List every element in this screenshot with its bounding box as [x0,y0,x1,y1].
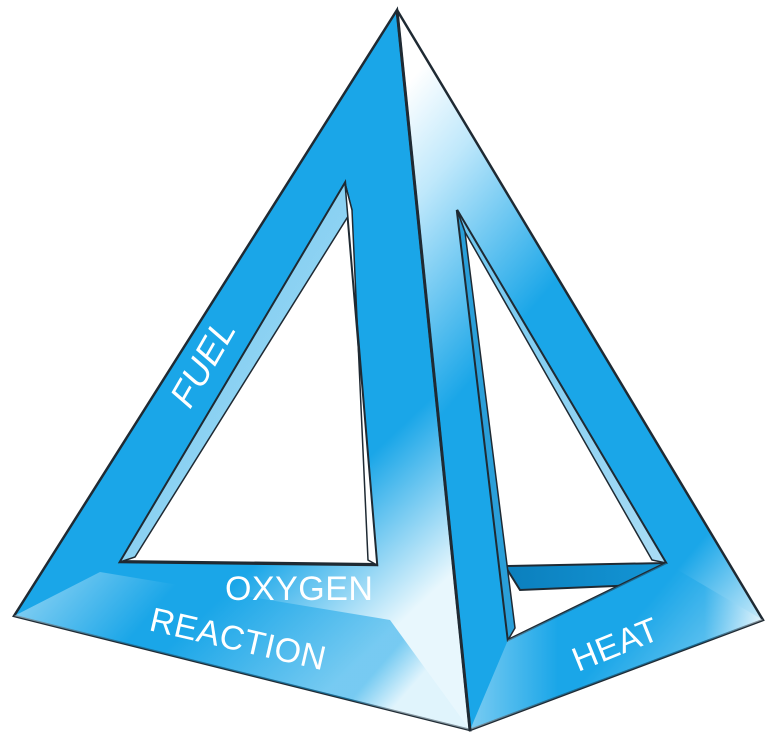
oxygen-label: OXYGEN [225,570,373,608]
